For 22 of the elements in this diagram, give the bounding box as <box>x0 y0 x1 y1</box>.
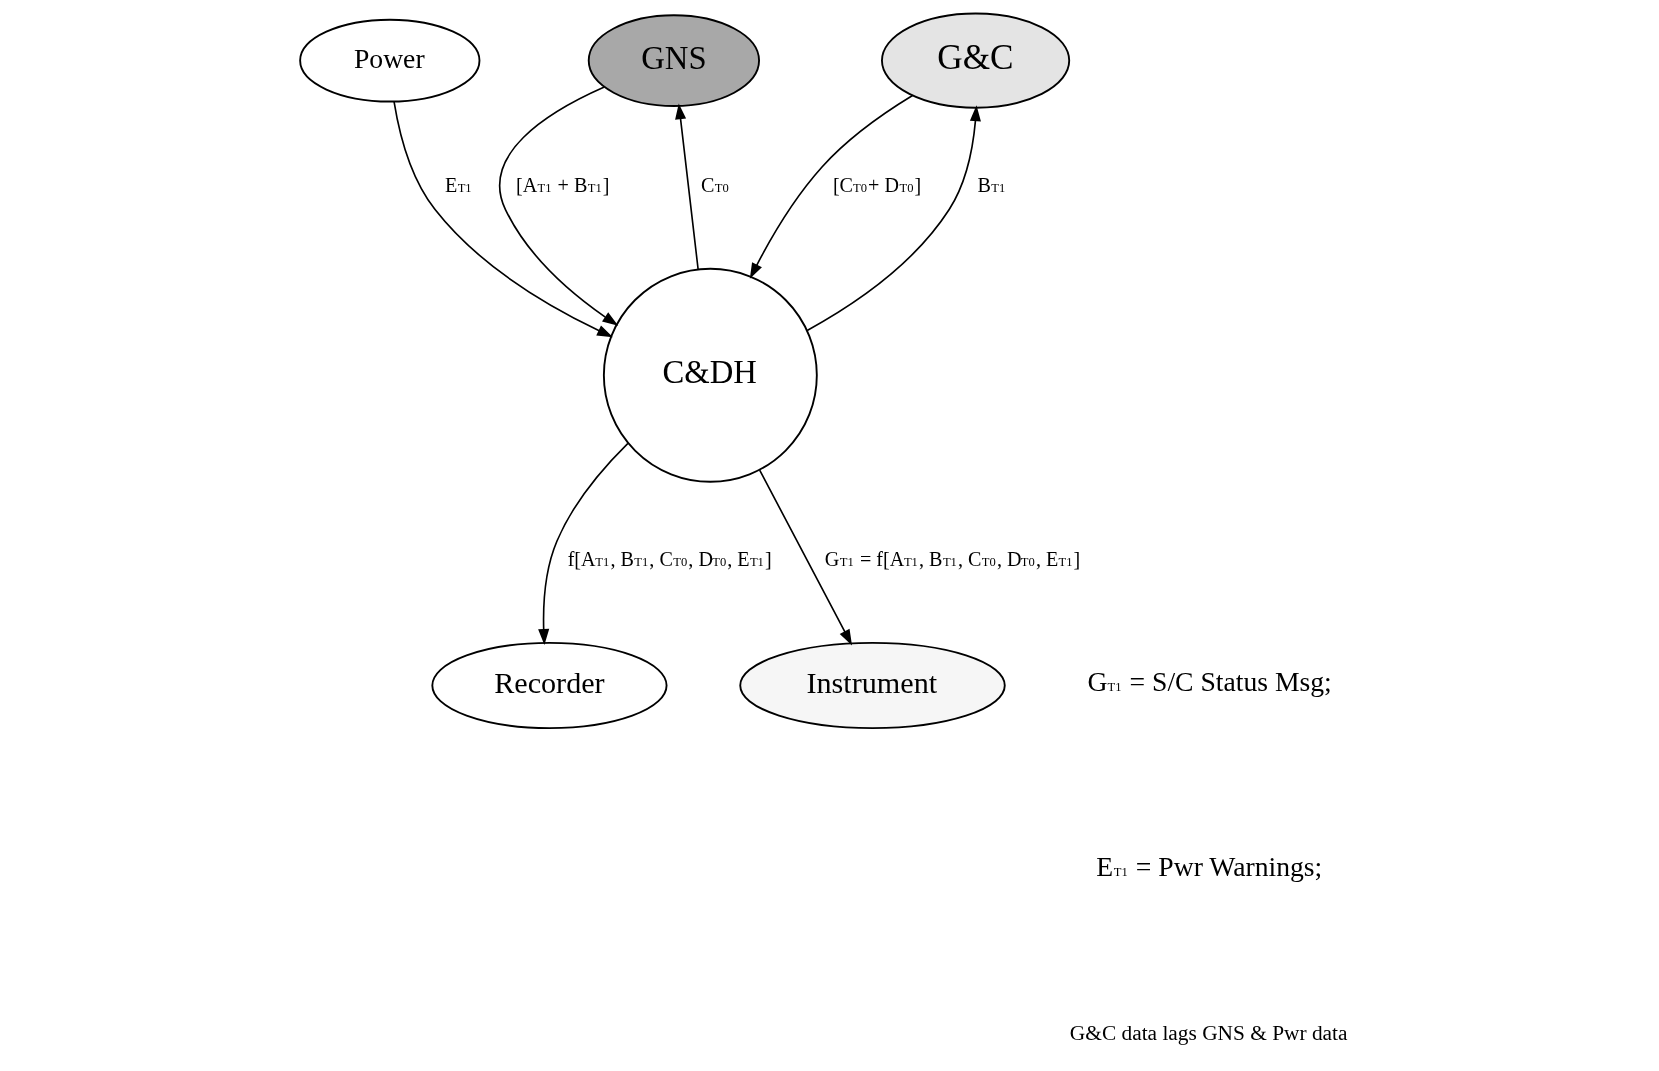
label: ET1 = Pwr Warnings; <box>1096 850 1323 882</box>
arrow <box>538 442 629 645</box>
arrow <box>758 469 853 646</box>
edge-label: f[AT1, BT1, CT0, DT0, ET1] <box>567 547 772 570</box>
node-ellipse: G&C <box>881 12 1071 109</box>
node-ellipse: Power <box>299 18 481 103</box>
label: G&C data lags GNS & Pwr data <box>1069 1021 1348 1046</box>
arrow <box>498 86 619 326</box>
edge-label: GT1 = f[AT1, BT1, CT0, DT0, ET1] <box>824 547 1081 570</box>
node-ellipse: GNS <box>587 14 760 107</box>
node-ellipse: Instrument <box>739 641 1006 730</box>
arrow <box>393 100 613 338</box>
label: GT1 = S/C Status Msg; <box>1087 666 1332 698</box>
edge-label: [AT1 + BT1] <box>516 173 610 196</box>
edge-label: CT0 <box>700 173 729 196</box>
edge-label: BT1 <box>977 173 1006 196</box>
arrow <box>749 94 914 279</box>
arrow <box>806 105 981 332</box>
node-ellipse: Recorder <box>431 641 668 730</box>
edge-label: ET1 <box>445 173 472 196</box>
edge-label: [CT0+ DT0] <box>832 173 922 196</box>
arrow <box>675 103 699 271</box>
